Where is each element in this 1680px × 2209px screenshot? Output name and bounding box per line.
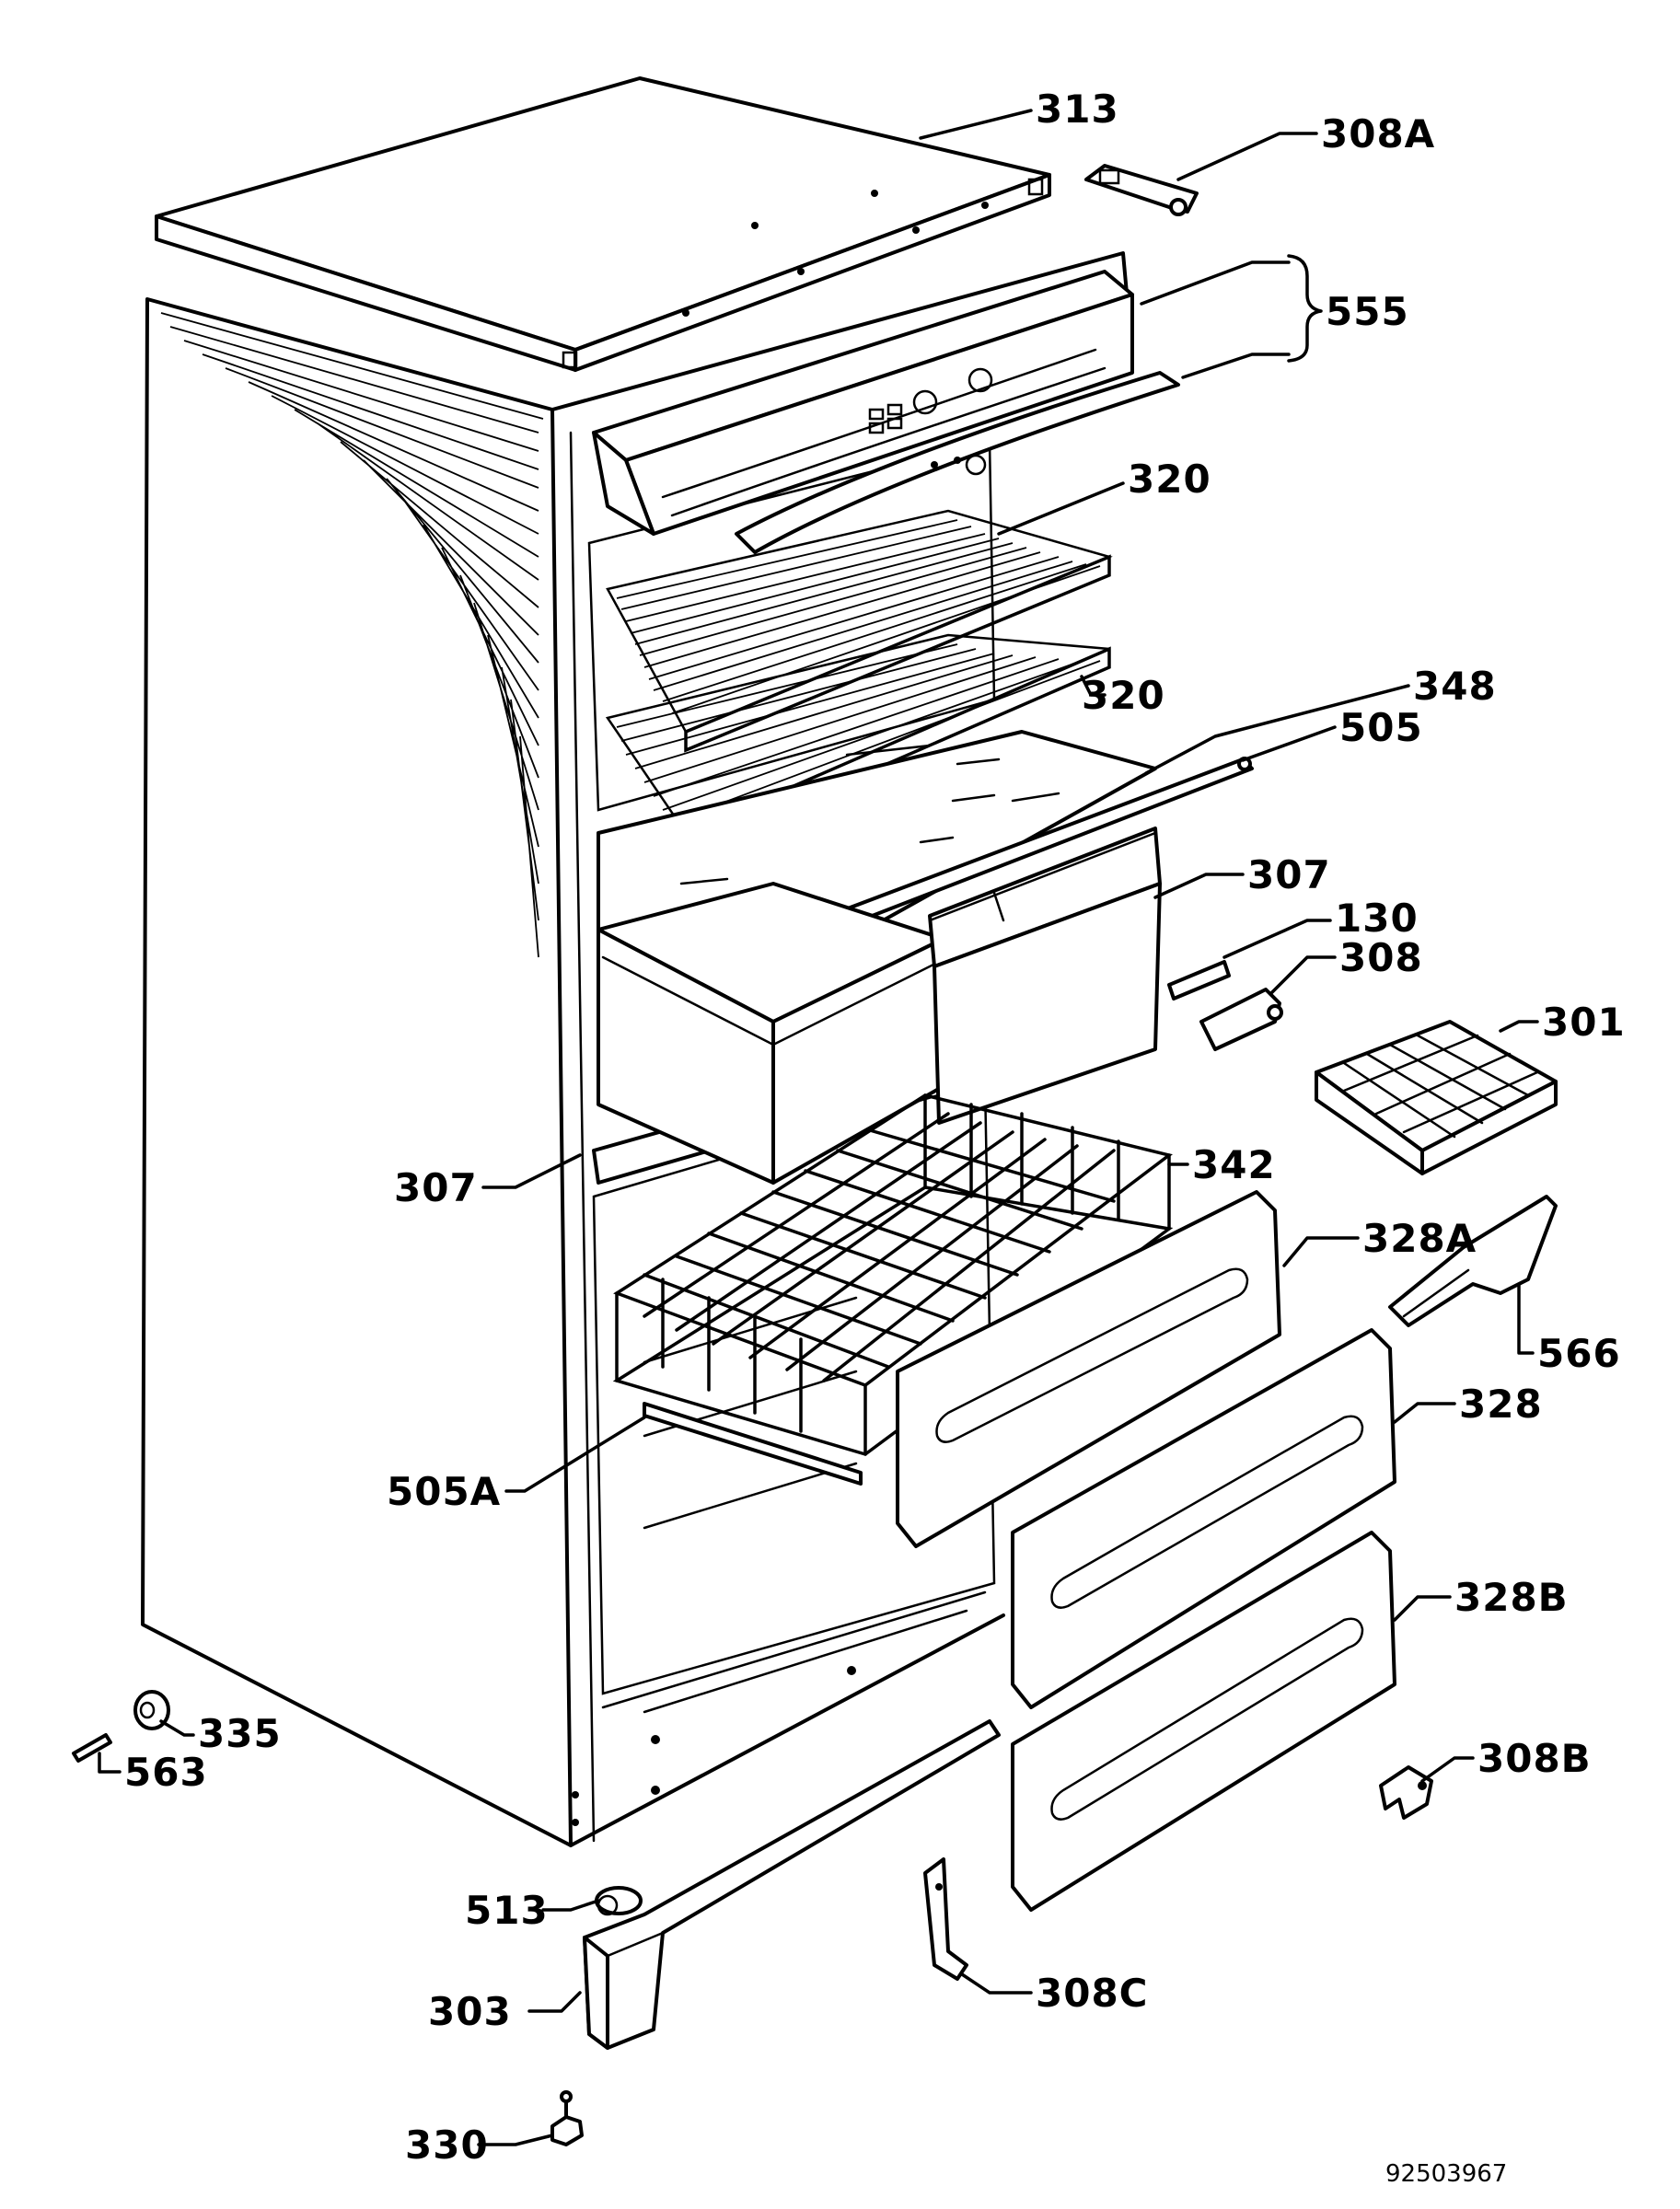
part-307-bin-left [597, 882, 945, 1185]
label-308B: 308B [1477, 1736, 1592, 1781]
part-307-bin-right [928, 827, 1162, 1125]
label-563: 563 [124, 1750, 208, 1795]
label-328: 328 [1459, 1382, 1543, 1427]
label-342: 342 [1192, 1142, 1276, 1187]
part-308C-hinge [923, 1857, 968, 1981]
part-308-hinge [1199, 988, 1283, 1051]
part-328B-drawer-front [1011, 1531, 1396, 1912]
label-505A: 505A [387, 1469, 501, 1514]
part-563-axle-pin [72, 1733, 112, 1763]
label-307-right: 307 [1247, 852, 1331, 897]
label-308: 308 [1339, 935, 1423, 980]
part-513-knob [595, 1886, 643, 1916]
label-301: 301 [1542, 1000, 1626, 1045]
label-308A: 308A [1321, 111, 1435, 156]
label-566: 566 [1537, 1331, 1621, 1376]
part-335-roller [133, 1690, 170, 1730]
part-328-drawer-front [1011, 1328, 1396, 1709]
label-513: 513 [465, 1888, 549, 1933]
part-303-kick-plate [583, 1719, 1001, 2050]
label-320-upper: 320 [1128, 457, 1211, 502]
cabinet-body [141, 251, 1130, 1847]
leader-lines [98, 109, 1539, 2146]
part-130-spacer [1167, 960, 1231, 1000]
part-308B-hinge [1379, 1765, 1433, 1820]
drawing-number: 92503967 [1385, 2160, 1507, 2188]
part-330-foot [550, 2090, 584, 2146]
part-320-wire-shelf-upper [606, 509, 1113, 753]
label-303: 303 [428, 1989, 512, 2034]
label-348: 348 [1413, 664, 1497, 709]
label-130: 130 [1335, 896, 1419, 941]
label-308C: 308C [1036, 1971, 1149, 2016]
part-566-scraper [1388, 1195, 1558, 1327]
callout-labels: 313 308A 555 320 320 348 505 307 130 308… [124, 87, 1626, 2188]
part-313-top-cover [155, 76, 1051, 372]
label-555: 555 [1326, 289, 1409, 334]
part-342-wire-basket [612, 1093, 1174, 1486]
label-320-lower: 320 [1082, 673, 1165, 718]
part-555-control-panel [592, 270, 1180, 554]
label-307-left: 307 [394, 1165, 478, 1210]
cabinet-shading [160, 312, 544, 958]
label-505: 505 [1339, 705, 1423, 750]
part-308A-hinge [1084, 164, 1199, 216]
part-328A-drawer-front [896, 1190, 1281, 1548]
label-313: 313 [1036, 87, 1119, 132]
label-328B: 328B [1454, 1575, 1569, 1620]
label-330: 330 [405, 2122, 489, 2168]
part-301-ice-tray [1315, 1020, 1558, 1175]
label-328A: 328A [1362, 1216, 1477, 1261]
label-335: 335 [198, 1711, 282, 1756]
